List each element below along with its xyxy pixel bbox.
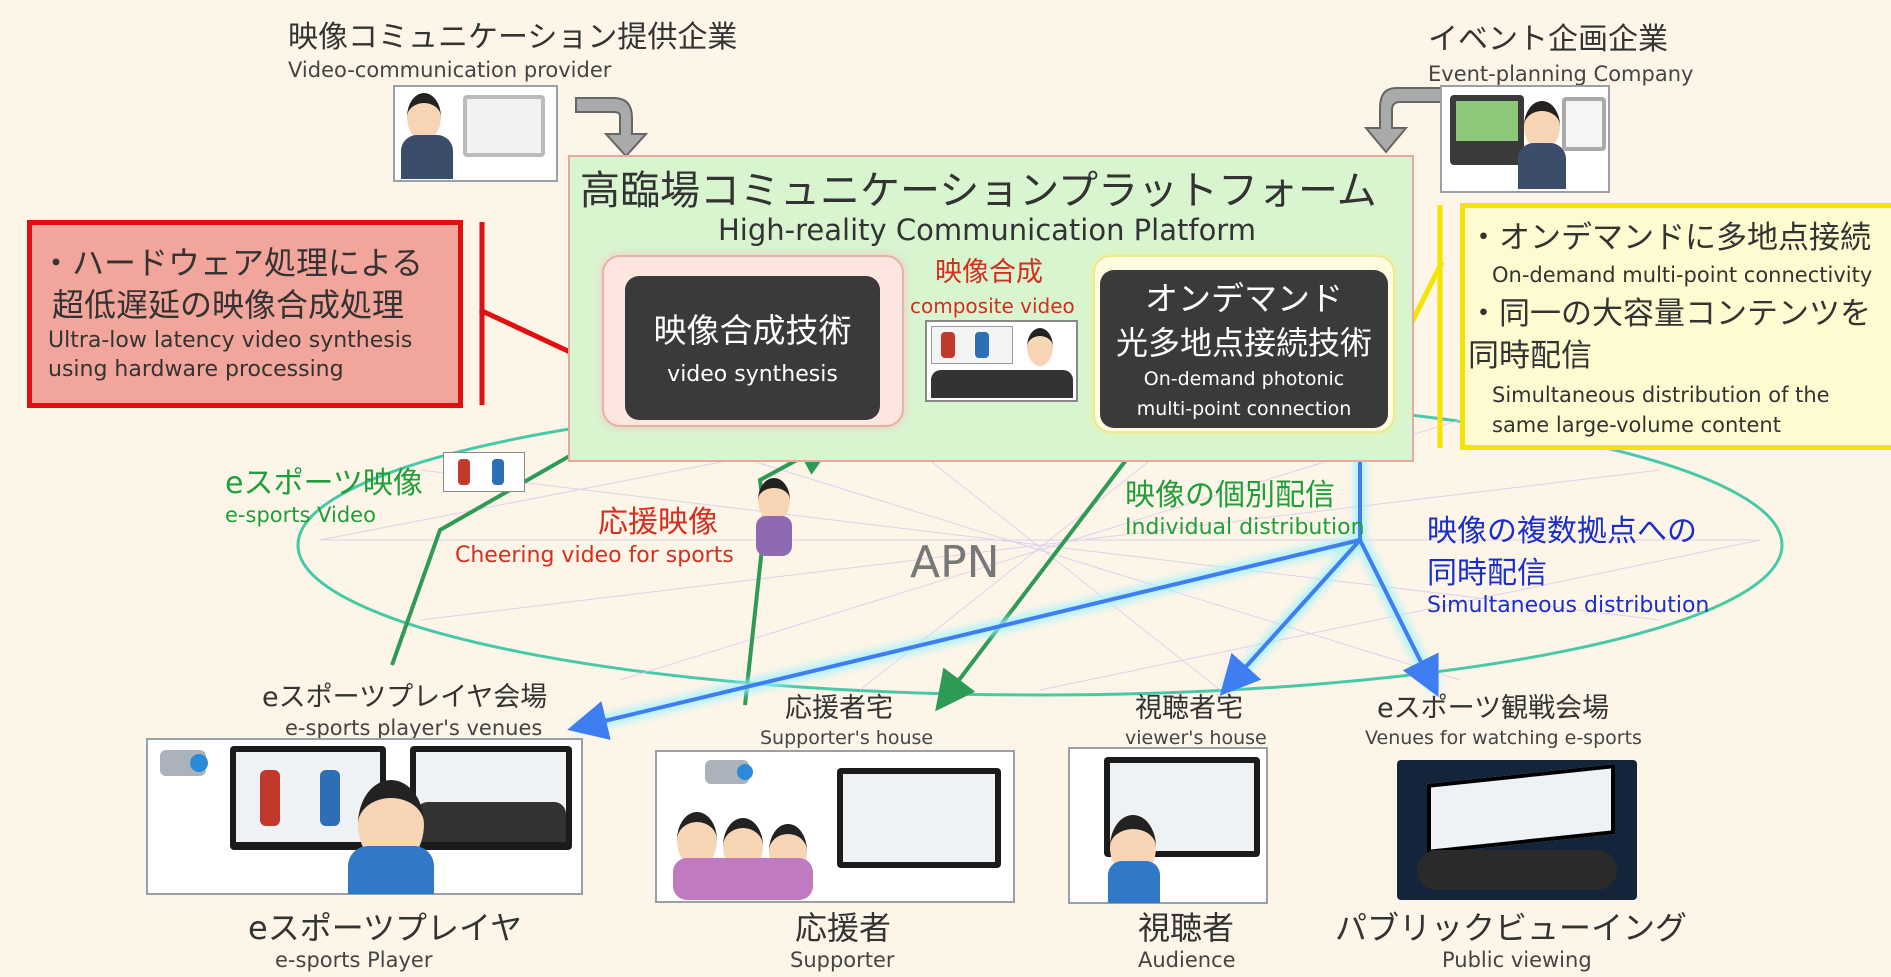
event-curved-arrow [1363,87,1443,154]
composite-video-thumbnail [925,320,1078,402]
watching-venue-label-en: Venues for watching e-sports [1365,727,1642,749]
public-viewing-label-jp: パブリックビューイング [1335,909,1688,947]
sim-to-player-venue-arrow [567,538,1361,740]
provider-illustration [393,85,558,182]
viewer-house-label-jp: 視聴者宅 [1135,693,1243,724]
supporter-house-illustration [655,750,1015,903]
right-callout-en3: same large-volume content [1492,413,1781,437]
right-callout-jp3: 同時配信 [1468,338,1592,374]
composite-label-en: composite video [910,294,1075,318]
individual-distribution-label-en: Individual distribution [1125,515,1365,540]
supporter-label-en: Supporter [790,948,895,972]
audience-label-jp: 視聴者 [1138,909,1235,947]
provider-title-jp: 映像コミュニケーション提供企業 [288,20,738,55]
right-callout-box [1460,203,1891,450]
composite-label-jp: 映像合成 [935,257,1043,288]
platform-title-en: High-reality Communication Platform [718,213,1256,247]
viewer-house-label-en: viewer's house [1125,727,1267,749]
sim-to-viewer-arrow [1219,538,1362,696]
player-label-jp: eスポーツプレイヤ [248,909,523,947]
esports-video-thumbnail [443,452,525,492]
right-callout-en2: Simultaneous distribution of the [1492,383,1830,407]
viewer-house-illustration [1068,747,1268,904]
ondemand-tech-box [1100,270,1388,428]
event-company-title-jp: イベント企画企業 [1428,22,1668,57]
left-callout-en1: Ultra-low latency video synthesis [48,328,413,353]
apn-label: APN [910,537,1000,588]
left-callout-en2: using hardware processing [48,357,344,382]
player-venue-label-jp: eスポーツプレイヤ会場 [262,682,548,713]
individual-distribution-label-jp: 映像の個別配信 [1125,478,1335,513]
ondemand-label-en2: multi-point connection [1136,398,1352,420]
player-label-en: e-sports Player [275,948,433,972]
cheering-video-label-jp: 応援映像 [598,505,718,540]
watching-venue-label-jp: eスポーツ観戦会場 [1377,693,1610,724]
ondemand-label-en1: On-demand photonic [1143,368,1345,390]
left-callout-box [27,220,463,408]
supporter-house-label-en: Supporter's house [760,727,934,749]
individual-distribution-arrow [935,433,1147,712]
synthesis-label-en: video synthesis [667,362,838,387]
esports-video-label-jp: eスポーツ映像 [225,466,423,501]
esports-video-label-en: e-sports Video [225,503,376,527]
right-callout-jp1: ・オンデマンドに多地点接続 [1468,220,1871,256]
right-callout-text-area: ・オンデマンドに多地点接続 On-demand multi-point conn… [1468,208,1891,448]
event-company-illustration [1440,85,1610,193]
simultaneous-label-en: Simultaneous distribution [1427,593,1710,618]
supporter-house-label-jp: 応援者宅 [785,693,893,724]
right-callout-jp2: ・同一の大容量コンテンツを [1468,296,1871,332]
audience-label-en: Audience [1138,948,1236,972]
ondemand-label-jp2: 光多地点接続技術 [1115,324,1372,362]
ondemand-label-jp1: オンデマンド [1145,279,1343,318]
simultaneous-label-jp2: 同時配信 [1427,556,1547,591]
simultaneous-label-jp1: 映像の複数拠点への [1427,514,1697,549]
event-company-title-en: Event-planning Company [1428,62,1694,86]
synthesis-label-jp: 映像合成技術 [653,311,852,350]
cheering-girl-illustration [748,478,802,560]
player-venue-illustration [146,738,583,895]
left-callout-jp2: 超低遅延の映像合成処理 [52,286,405,324]
right-callout-en1: On-demand multi-point connectivity [1492,263,1873,287]
public-viewing-illustration [1397,760,1637,900]
sim-to-public-arrow [1358,539,1439,698]
cheering-video-label-en: Cheering video for sports [455,543,734,568]
provider-curved-arrow [575,97,649,158]
supporter-label-jp: 応援者 [795,909,892,947]
player-venue-label-en: e-sports player's venues [285,716,543,740]
provider-title-en: Video-communication provider [288,58,612,82]
synthesis-tech-box [625,276,880,420]
platform-title-jp: 高臨場コミュニケーションプラットフォーム [580,168,1377,214]
public-viewing-label-en: Public viewing [1442,948,1592,972]
left-callout-jp1: ・ハードウェア処理による [40,244,424,282]
